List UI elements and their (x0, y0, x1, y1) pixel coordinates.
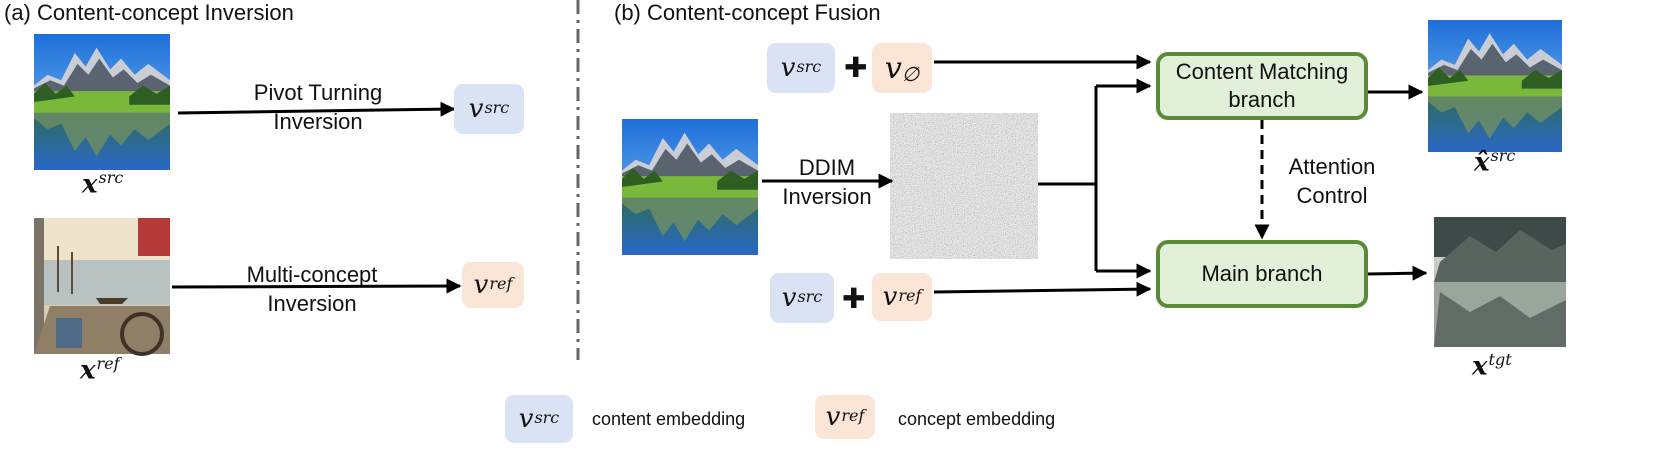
reconstructed-source-symbol: x̂ (1474, 147, 1490, 178)
fusion-bottom-content-embedding-superscript: src (797, 286, 823, 306)
legend-concept-symbol: v (825, 402, 841, 432)
attention-control-label: Attention Control (1272, 152, 1392, 210)
fusion-top-content-embedding-symbol: v (780, 53, 796, 83)
main-branch: Main branch (1156, 240, 1368, 308)
fusion-top-content-embedding-superscript: src (796, 56, 822, 76)
multi-concept-inversion-label-line2: Inversion (267, 291, 357, 316)
content-matching-branch-line1: Content Matching (1175, 59, 1349, 84)
multi-concept-inversion-label-line1: Multi-concept (246, 262, 378, 287)
fusion-concept-embedding-symbol: v (882, 282, 898, 312)
content-matching-branch: Content Matching branch (1156, 52, 1368, 120)
pivot-inversion-label: Pivot Turning Inversion (218, 78, 418, 136)
legend-content-superscript: src (534, 407, 560, 427)
reconstructed-source-superscript: src (1490, 146, 1516, 165)
multi-concept-inversion-arrow (171, 278, 462, 294)
content-matching-branch-line2: branch (1228, 87, 1296, 112)
source-image-label: xsrc (82, 168, 123, 200)
ddim-inversion-label-line2: Inversion (782, 184, 872, 209)
reference-concept-embedding-symbol: v (473, 270, 489, 300)
panel-b-title: (b) Content-concept Fusion (614, 0, 881, 25)
main-output-arrow (1367, 265, 1428, 281)
ddim-inversion-label-line1: DDIM (798, 155, 856, 180)
top-plus-icon: ✚ (844, 52, 868, 83)
source-content-embedding-superscript: src (484, 97, 510, 117)
legend-concept-text: concept embedding (898, 409, 1056, 429)
target-output-symbol: x (1472, 351, 1488, 382)
noise-latent-image (890, 113, 1038, 259)
fusion-bottom-content-embedding-symbol: v (781, 283, 797, 313)
legend-content-symbol: v (518, 404, 534, 434)
reference-concept-embedding-superscript: ref (489, 273, 513, 293)
source-content-embedding-symbol: v (468, 94, 484, 124)
fusion-concept-embedding-superscript: ref (898, 285, 922, 305)
ddim-inversion-label: DDIM Inversion (772, 153, 882, 211)
panel-a-title: (a) Content-concept Inversion (4, 0, 294, 25)
reconstructed-source-label: x̂src (1474, 146, 1515, 178)
reference-image-symbol: x (80, 355, 96, 386)
reference-image-label: xref (80, 354, 120, 386)
target-output-superscript: tgt (1488, 350, 1512, 369)
source-image-symbol: x (82, 169, 98, 200)
source-image-superscript: src (98, 168, 124, 187)
legend-concept-superscript: ref (841, 405, 865, 425)
null-text-embedding-subscript: ∅ (901, 62, 920, 86)
source-landscape-image (34, 34, 170, 170)
reference-harbor-painting-image (34, 218, 170, 356)
null-text-embedding: v∅ (872, 43, 932, 93)
prompt-to-main-arrow (933, 281, 1152, 297)
multi-concept-inversion-label: Multi-concept Inversion (212, 260, 412, 318)
main-branch-label: Main branch (1201, 261, 1323, 286)
pivot-inversion-label-line2: Inversion (273, 109, 363, 134)
attention-control-label-line2: Control (1296, 183, 1368, 208)
bottom-plus-icon: ✚ (842, 283, 866, 314)
pivot-inversion-label-line1: Pivot Turning (253, 80, 383, 105)
reference-image-superscript: ref (96, 354, 120, 373)
null-text-embedding-symbol: v (884, 50, 902, 86)
pivot-inversion-arrow (177, 101, 456, 117)
attention-control-label-line1: Attention (1288, 154, 1376, 179)
legend-content-text: content embedding (592, 409, 746, 429)
reconstructed-source-image (1428, 20, 1562, 152)
target-stylized-image (1434, 217, 1566, 347)
input-landscape-image (622, 119, 758, 255)
target-output-label: xtgt (1472, 350, 1512, 382)
